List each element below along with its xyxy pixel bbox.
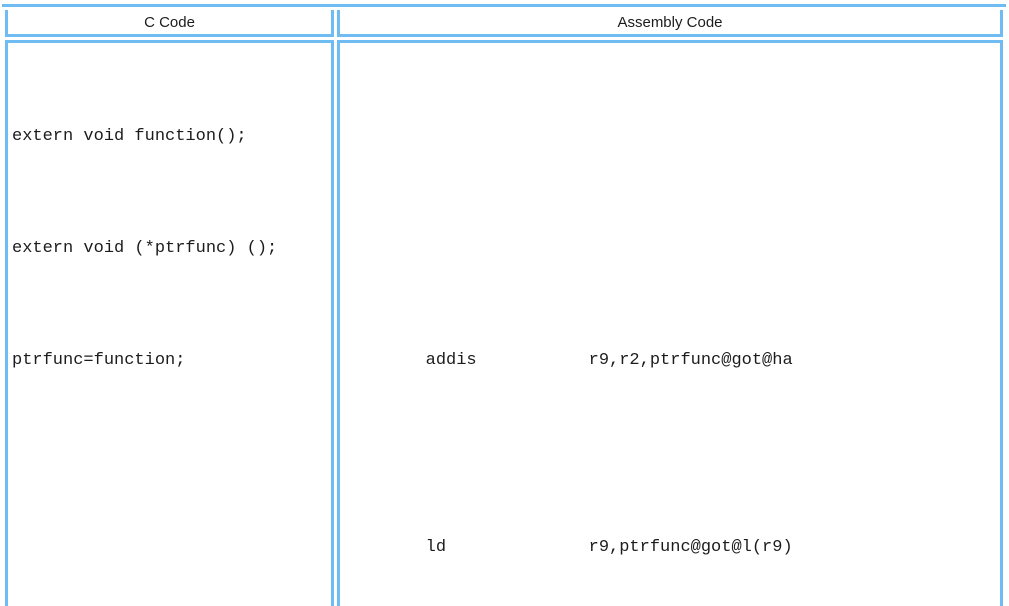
table-header-row: C Code Assembly Code [5,10,1003,37]
asm-line: ld r9,ptrfunc@got@l(r9) [344,492,1000,604]
c-code-line: extern void function(); [12,126,247,146]
asm-line: addis r9,r2,ptrfunc@got@ha [344,305,1000,417]
assembly-header-label: Assembly Code [617,13,723,31]
asm-operands: r9,ptrfunc@got@l(r9) [588,538,793,558]
c-code-header-label: C Code [144,13,195,31]
code-comparison-table: C Code Assembly Code extern void functio… [2,4,1006,606]
c-code-cell: extern void function(); extern void (*pt… [5,40,334,606]
assembly-cell: addis r9,r2,ptrfunc@got@ha ld r9,ptrfunc@g… [337,40,1003,606]
blank-lines-spacer [344,118,1000,193]
asm-operands: r9,r2,ptrfunc@got@ha [588,351,793,371]
c-code-line: extern void (*ptrfunc) (); [12,239,278,259]
asm-mnemonic: ld [425,538,447,558]
blank-lines-spacer [12,454,331,606]
asm-mnemonic: addis [425,351,477,371]
table-body-row-1: extern void function(); extern void (*pt… [5,40,1003,606]
c-code-line: ptrfunc=function; [12,351,186,371]
assembly-column-header: Assembly Code [337,10,1003,37]
c-code-column-header: C Code [5,10,334,37]
